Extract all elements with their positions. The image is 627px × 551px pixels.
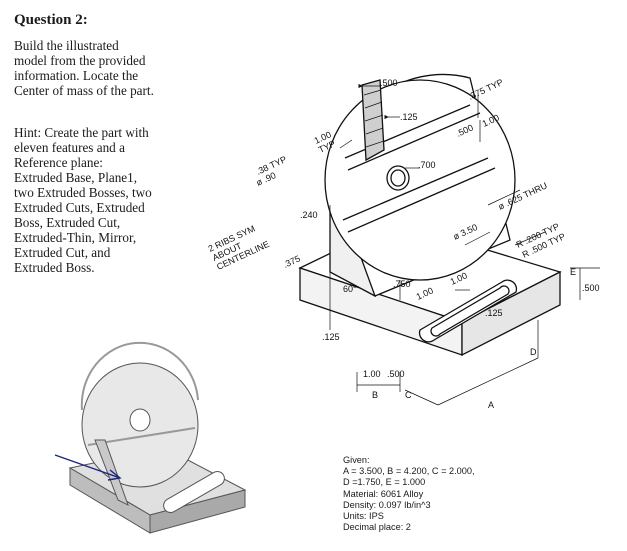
- label-b: B: [372, 390, 378, 400]
- label-e: E: [570, 267, 576, 277]
- label-a: A: [488, 400, 494, 410]
- given-block: Given: A = 3.500, B = 4.200, C = 2.000, …: [343, 455, 475, 533]
- dim-100-bot: 1.00: [363, 369, 381, 379]
- given-title: Given:: [343, 455, 370, 465]
- dimension-lines: [329, 83, 600, 406]
- given-line1: A = 3.500, B = 4.200, C = 2.000,: [343, 466, 475, 477]
- dim-700: .700: [418, 160, 436, 170]
- dim-125-top: .125: [400, 112, 418, 122]
- label-c: C: [405, 390, 412, 400]
- label-d: D: [530, 347, 537, 357]
- dim-750: .750: [393, 279, 411, 289]
- dim-125-slot: .125: [485, 308, 503, 318]
- dim-500-bot: .500: [387, 369, 405, 379]
- dim-375-typ: .375 TYP: [467, 77, 505, 102]
- given-density: Density: 0.097 lb/in^3: [343, 499, 431, 510]
- preview-model: [54, 341, 247, 534]
- part-isometric: [298, 73, 562, 357]
- given-material: Material: 6061 Alloy: [343, 488, 424, 499]
- question-hint: Hint: Create the part with eleven featur…: [14, 125, 152, 275]
- given-decimal: Decimal place: 2: [343, 522, 411, 533]
- given-units: Units: IPS: [343, 511, 384, 522]
- dim-375-rib: .375: [282, 253, 302, 269]
- dim-500-top: .500: [380, 78, 398, 88]
- question-intro: Build the illustrated model from the pro…: [14, 38, 154, 98]
- dim-240: .240: [300, 210, 318, 220]
- given-line2: D =1.750, E = 1.000: [343, 477, 426, 488]
- question-title: Question 2:: [14, 12, 88, 28]
- ribs-note: 2 RIBS SYMABOUTCENTERLINE: [207, 221, 271, 272]
- dim-125-base: .125: [322, 332, 340, 342]
- dim-500-e: .500: [582, 283, 600, 293]
- dim-60deg: 60°: [343, 284, 357, 294]
